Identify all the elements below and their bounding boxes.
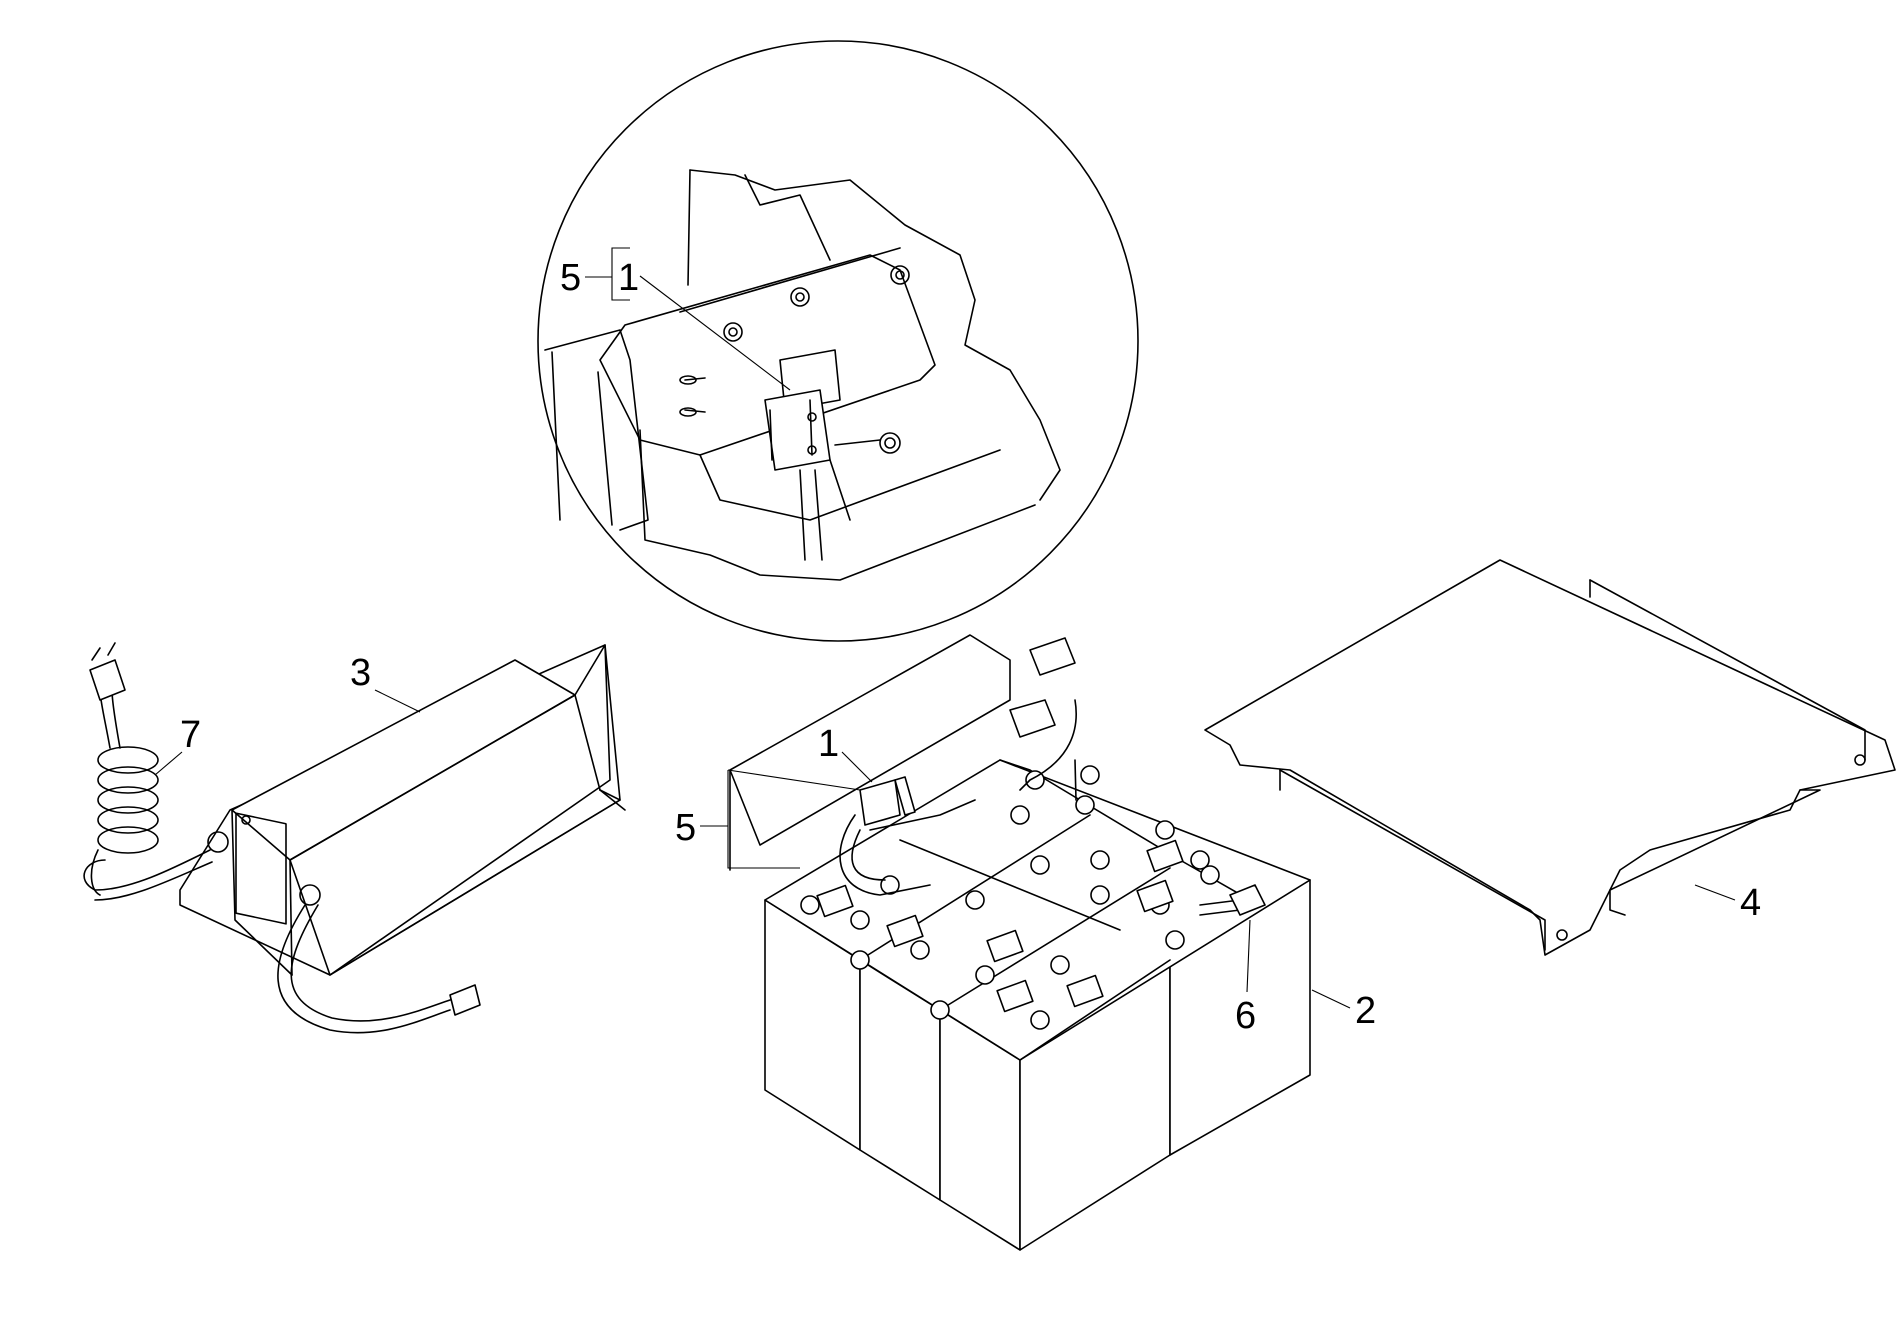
callout-5-battery: 5 [675, 807, 696, 849]
detail-callout-1: 1 [618, 257, 639, 299]
callout-6: 6 [1235, 995, 1256, 1037]
battery-terminals [800, 765, 1220, 1030]
charger-output-lead [277, 884, 481, 1034]
callout-7: 7 [180, 714, 201, 756]
callout-4: 4 [1740, 882, 1761, 924]
mains-cord [83, 642, 229, 901]
detail-callout-group: 5 1 [560, 247, 791, 391]
detail-frame-sketch [544, 169, 1061, 581]
callout-3: 3 [350, 652, 371, 694]
detail-callout-5: 5 [560, 257, 581, 299]
cover-plate [1204, 559, 1896, 956]
battery-tray [729, 634, 1311, 1251]
callout-2: 2 [1355, 990, 1376, 1032]
detail-connector [764, 349, 881, 561]
detail-circle: 5 1 [537, 40, 1139, 642]
battery-charger [179, 644, 626, 976]
cell-links [816, 839, 1184, 1013]
detail-leader-line [639, 275, 791, 391]
callout-1-battery: 1 [818, 723, 839, 765]
